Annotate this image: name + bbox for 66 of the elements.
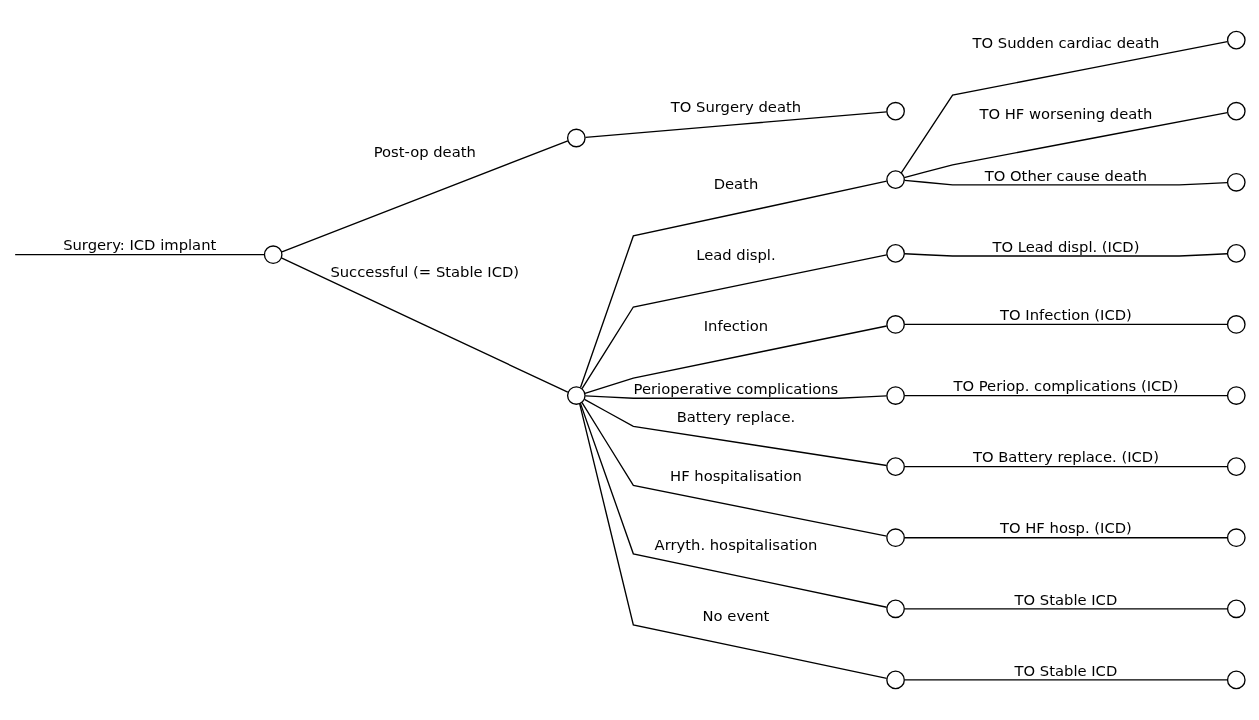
edge-label: TO Stable ICD	[1014, 590, 1118, 608]
node-circle	[566, 386, 586, 405]
connector	[579, 403, 888, 679]
edge-label: TO HF hosp. (ICD)	[999, 519, 1132, 537]
node-circle	[886, 599, 905, 619]
edge-label: TO Periop. complications (ICD)	[953, 377, 1179, 395]
connector	[903, 323, 1229, 326]
connector	[581, 254, 888, 390]
edge-label: TO Surgery death	[670, 98, 802, 116]
connector	[281, 140, 569, 253]
edge-label: No event	[702, 606, 770, 624]
edge-label: TO Other cause death	[984, 166, 1148, 184]
connector	[583, 398, 888, 467]
node-circle	[886, 101, 905, 121]
edge-label: Successful (= Stable ICD)	[330, 263, 520, 281]
node-circle	[1226, 101, 1246, 121]
node-circle	[1226, 599, 1246, 619]
connector	[903, 608, 1229, 610]
connector	[280, 257, 569, 393]
node-circle	[886, 670, 905, 690]
edge-label: TO Stable ICD	[1014, 661, 1118, 679]
edge-label: Death	[713, 174, 759, 192]
edge-label: Battery replace.	[676, 408, 796, 426]
edge-label: TO Sudden cardiac death	[972, 33, 1160, 51]
edge-label: Post-op death	[373, 142, 476, 160]
node-circle	[886, 243, 905, 263]
node-circle	[1226, 528, 1246, 548]
connector	[903, 465, 1229, 468]
edge-label: Surgery: ICD implant	[63, 236, 217, 254]
connector	[584, 325, 888, 394]
connector	[584, 111, 888, 138]
connector	[581, 401, 888, 537]
node-circle	[886, 386, 905, 405]
node-circle	[1226, 315, 1246, 334]
connector	[904, 179, 1228, 186]
edge-label: Arryth. hospitalisation	[654, 535, 818, 553]
connector	[900, 40, 1229, 174]
connector	[14, 254, 265, 256]
connector	[579, 402, 888, 608]
connector	[903, 111, 1229, 179]
node-circle	[1226, 457, 1246, 477]
node-circle	[263, 245, 283, 265]
connector	[584, 395, 888, 399]
connector	[903, 537, 1229, 539]
connector	[903, 679, 1229, 681]
connector	[904, 253, 1228, 257]
node-circle	[886, 528, 905, 548]
node-circle	[566, 128, 586, 148]
edge-label: Lead displ.	[696, 245, 776, 263]
edge-label: TO Infection (ICD)	[1000, 306, 1132, 324]
node-circle	[886, 315, 905, 334]
edge-label: TO HF worsening death	[979, 104, 1153, 122]
edge-label: HF hospitalisation	[670, 467, 802, 485]
edge-label: TO Battery replace. (ICD)	[972, 448, 1159, 466]
node-circle	[1226, 386, 1246, 405]
node-circle	[1226, 243, 1246, 263]
edge-label: TO Lead displ. (ICD)	[992, 237, 1140, 255]
node-circle	[886, 457, 905, 477]
node-circle	[1226, 30, 1246, 50]
node-circle	[1226, 670, 1246, 690]
node-circle	[886, 170, 905, 189]
edge-label: Perioperative complications	[633, 379, 839, 397]
edge-label: Infection	[703, 316, 769, 334]
connector	[579, 180, 888, 389]
connector	[903, 394, 1229, 397]
node-circle	[1226, 172, 1246, 192]
